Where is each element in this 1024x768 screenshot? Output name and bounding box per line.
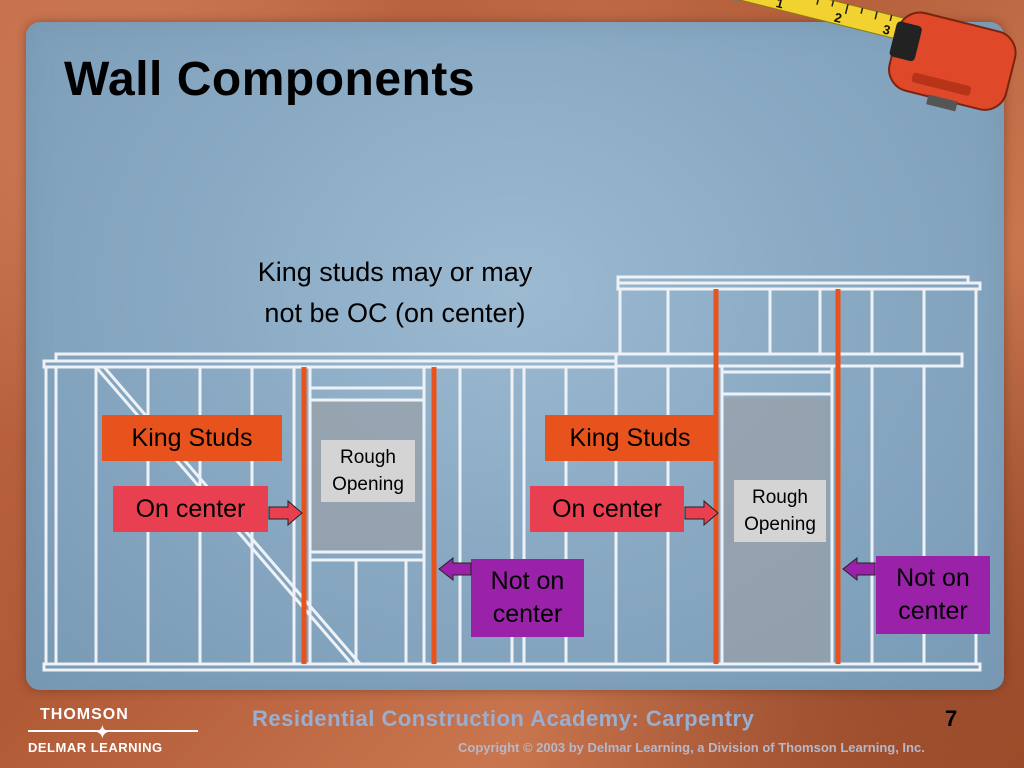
not-on-center-left-line-1: Not on (490, 567, 565, 595)
slide-title: Wall Components (64, 53, 476, 106)
publisher-logo: THOMSON ✦ DELMAR LEARNING (28, 702, 208, 762)
tape-number-2: 2 (833, 10, 844, 26)
rough-opening-right-line-1: Rough (752, 487, 808, 508)
brand-bottom: DELMAR LEARNING (28, 740, 163, 755)
king-studs-label-left: King Studs (102, 415, 282, 461)
not-on-center-label-left: Not on center (471, 559, 584, 637)
not-on-center-label-right: Not on center (876, 556, 990, 634)
arrow-right-icon (268, 500, 303, 526)
arrow-left-icon (438, 557, 472, 581)
double-top-plate-left (42, 359, 618, 369)
header-right (614, 352, 964, 368)
tape-number-1: 1 (775, 0, 786, 11)
diagram-caption: King studs may or may not be OC (on cent… (210, 252, 580, 334)
not-on-center-right-line-2: center (898, 597, 968, 625)
brand-divider (28, 730, 198, 732)
copyright-notice: Copyright © 2003 by Delmar Learning, a D… (458, 740, 925, 755)
not-on-center-left-line-2: center (492, 600, 563, 628)
not-on-center-right-line-1: Not on (896, 564, 970, 592)
tape-measure-illustration: 1 2 3 (729, 0, 1017, 112)
course-title: Residential Construction Academy: Carpen… (252, 706, 755, 731)
brand-top: THOMSON (40, 706, 129, 723)
rough-opening-left-line-2: Opening (332, 474, 404, 495)
on-center-label-right: On center (530, 486, 684, 532)
arrow-right-icon (684, 500, 719, 526)
rough-opening-label-right: Rough Opening (734, 480, 826, 542)
star-icon: ✦ (94, 722, 111, 744)
tape-number-3: 3 (881, 22, 892, 38)
caption-line-1: King studs may or may (257, 257, 533, 287)
bottom-plate (42, 662, 982, 672)
page-number: 7 (945, 706, 958, 731)
rough-opening-label-left: Rough Opening (321, 440, 415, 502)
rough-opening-right-line-2: Opening (744, 514, 816, 535)
arrow-left-icon (842, 557, 876, 581)
double-top-plate-right (616, 281, 982, 291)
caption-line-2: not be OC (on center) (264, 298, 526, 328)
rough-opening-left-line-1: Rough (340, 447, 396, 468)
on-center-label-left: On center (113, 486, 268, 532)
king-studs-label-right: King Studs (545, 415, 715, 461)
